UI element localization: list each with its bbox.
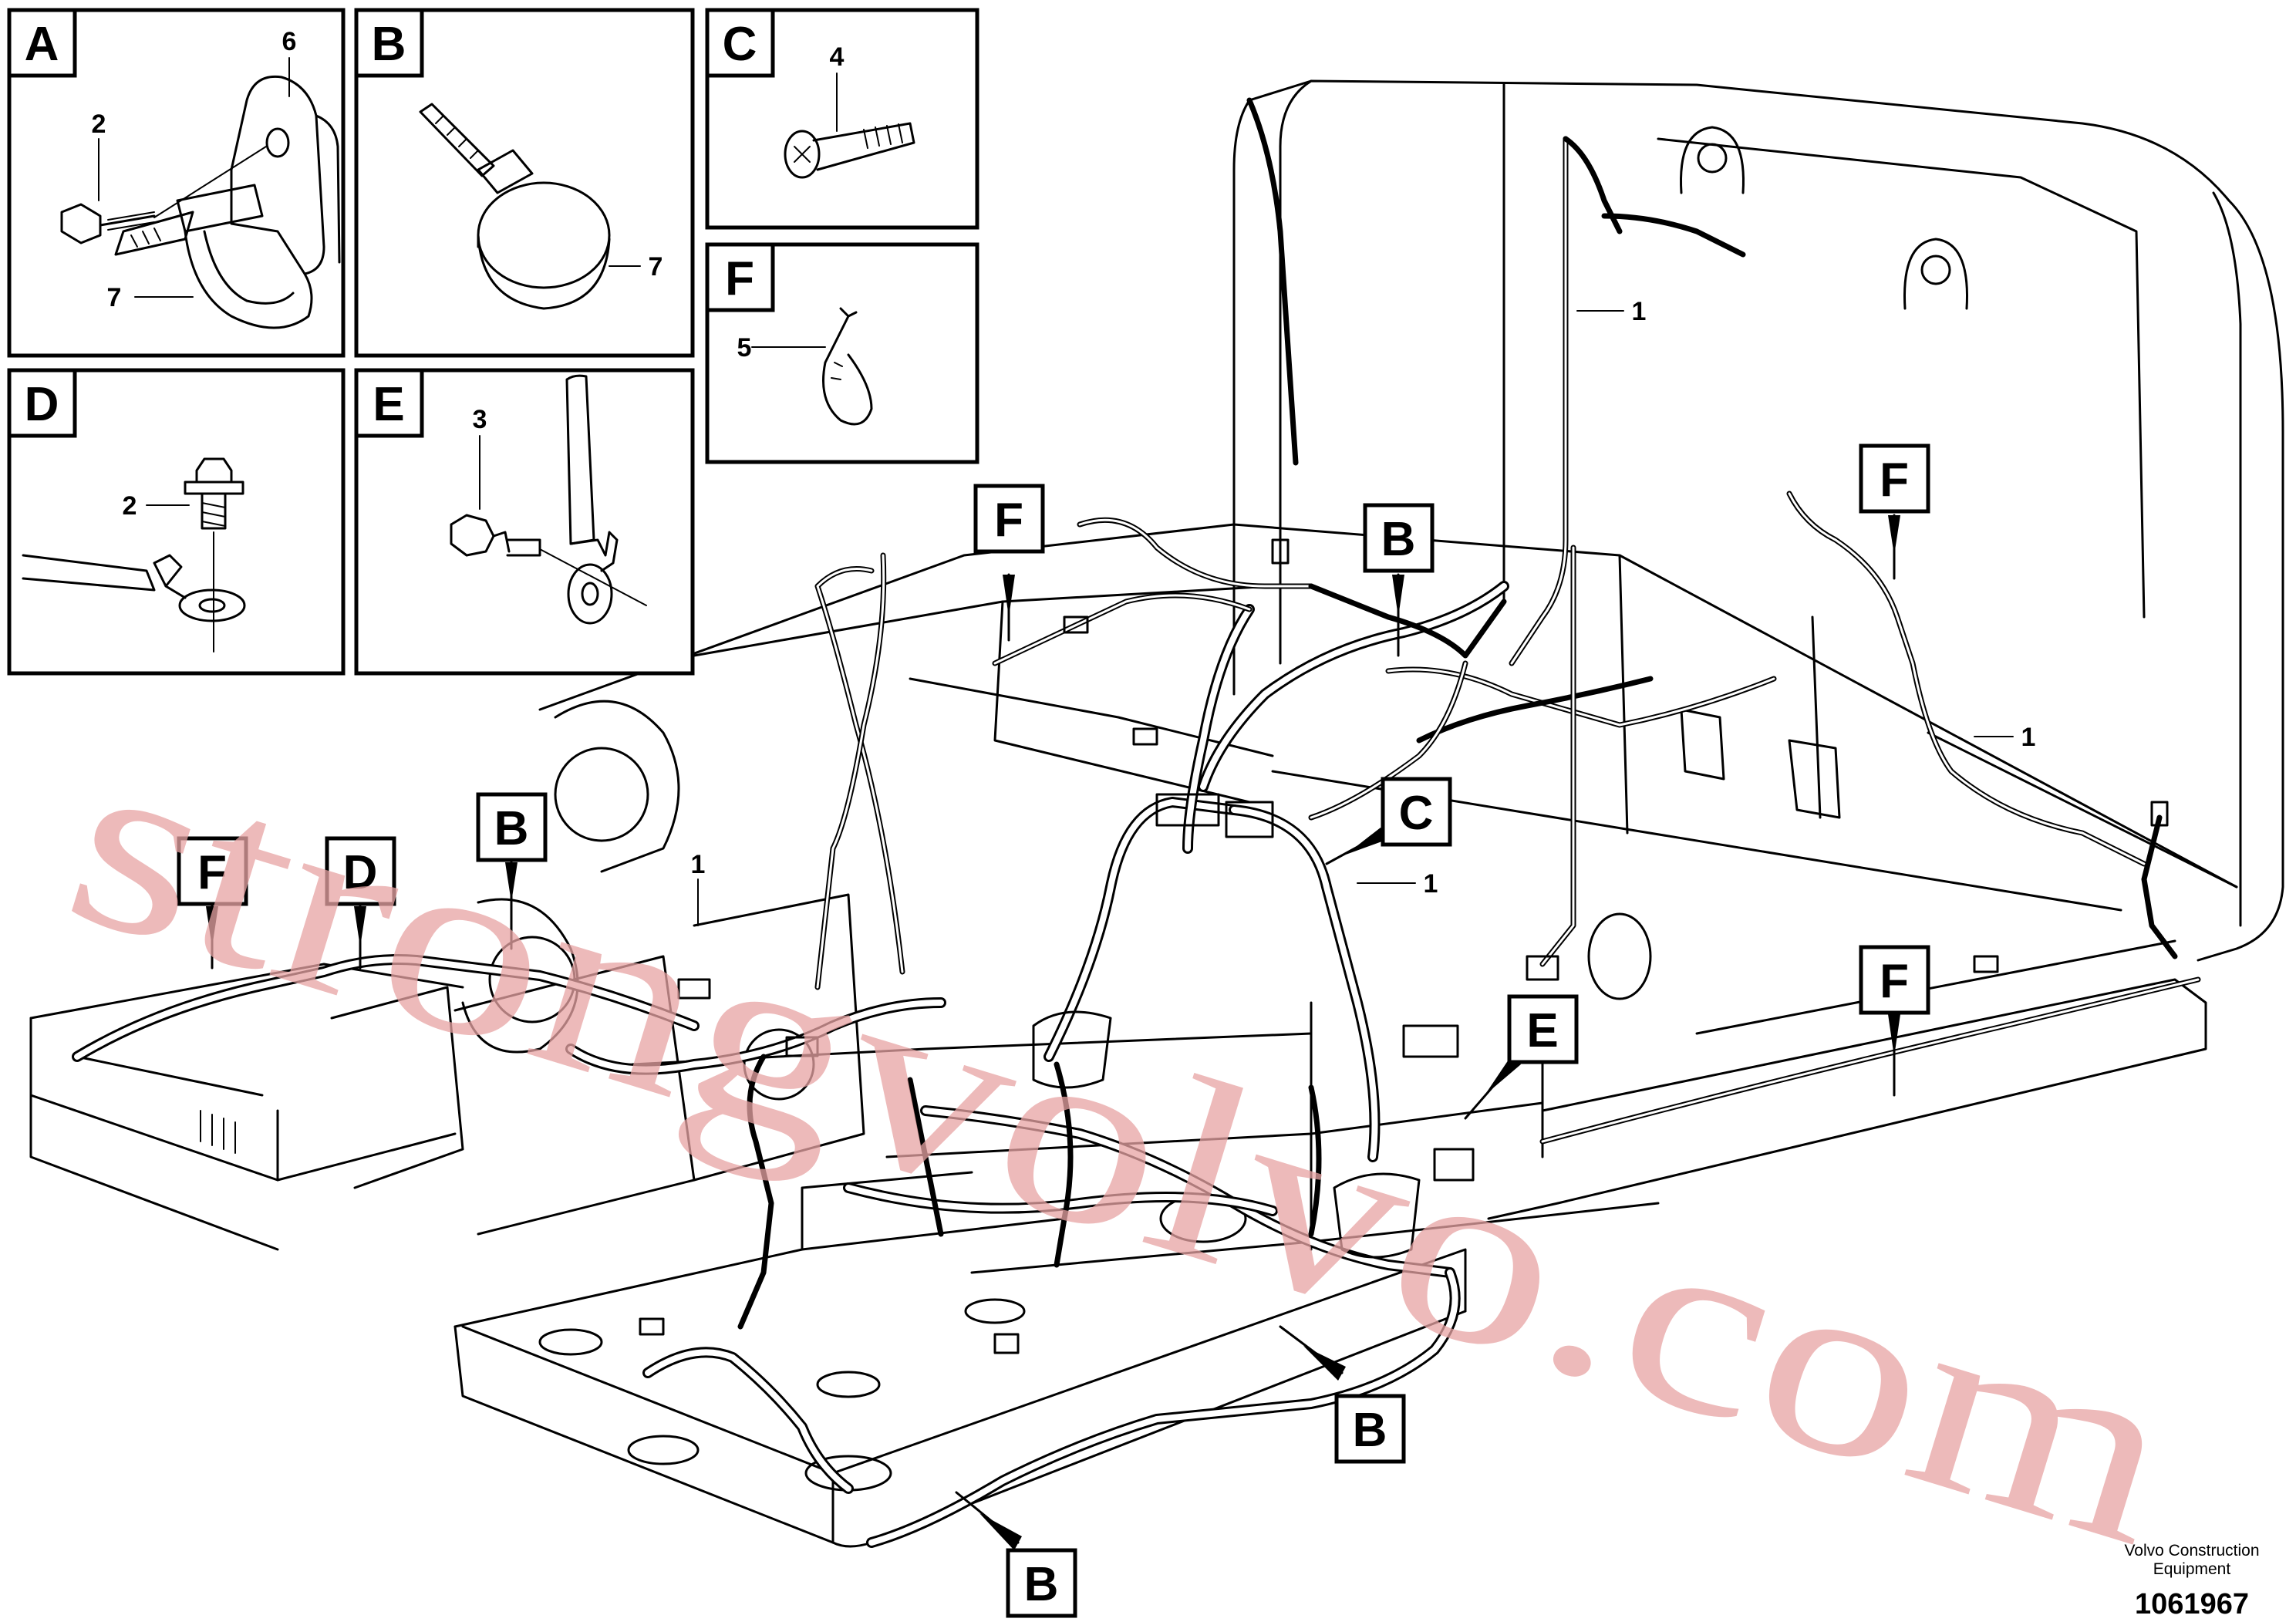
inset-d-letter: D <box>25 378 59 431</box>
svg-text:B: B <box>1381 513 1416 566</box>
main-callouts: 1 1 1 1 <box>691 297 2036 926</box>
callout-1-center: 1 <box>1424 869 1438 899</box>
callout-4: 4 <box>830 42 845 72</box>
inset-b: B 7 <box>354 8 695 358</box>
svg-text:B: B <box>494 802 529 855</box>
view-marker-f-left: F <box>177 836 248 969</box>
view-marker-f-upper-right: F <box>1859 443 1930 580</box>
inset-a-letter: A <box>25 18 59 71</box>
view-marker-b-lower-right: B <box>1279 1325 1406 1464</box>
view-marker-d: D <box>325 836 396 969</box>
inset-c: C 4 <box>705 8 979 230</box>
svg-text:F: F <box>1880 955 1909 1008</box>
strap-illustration <box>822 307 873 426</box>
callout-6: 6 <box>282 27 297 56</box>
svg-text:B: B <box>1024 1558 1059 1611</box>
footer-company-line1: Volvo Construction <box>2124 1542 2259 1560</box>
bolt-illustration <box>784 122 915 179</box>
footer: Volvo Construction Equipment 1061967 <box>2124 1542 2259 1620</box>
callout-3: 3 <box>473 405 487 434</box>
svg-text:C: C <box>1399 787 1434 840</box>
svg-text:F: F <box>1880 454 1909 507</box>
svg-text:F: F <box>197 846 227 899</box>
callout-1-left: 1 <box>691 850 706 879</box>
inset-f-letter: F <box>725 252 754 305</box>
footer-company-line2: Equipment <box>2153 1560 2231 1578</box>
view-marker-f-right: F <box>1859 945 1930 1097</box>
inset-e-letter: E <box>373 378 404 431</box>
inset-c-letter: C <box>723 18 757 71</box>
view-marker-b-upper: B <box>1363 503 1435 657</box>
svg-text:strongvolvo.com: strongvolvo.com <box>42 694 2204 1600</box>
callout-7: 7 <box>107 283 122 312</box>
ring-terminal-illustration <box>450 374 647 625</box>
watermark: strongvolvo.com <box>42 694 2204 1600</box>
view-marker-f-upper-left: F <box>973 484 1045 642</box>
view-marker-e: E <box>1464 994 1579 1120</box>
callout-2-d: 2 <box>123 491 137 521</box>
callout-1-top: 1 <box>1632 297 1647 326</box>
svg-text:D: D <box>343 846 378 899</box>
view-marker-b-left: B <box>476 792 548 950</box>
callout-1-right: 1 <box>2021 723 2036 752</box>
inset-a: A 6 2 7 <box>7 8 346 358</box>
drawing-number: 1061967 <box>2135 1588 2249 1620</box>
inset-e: E 3 <box>354 368 695 676</box>
cable-tie-illustration <box>419 103 611 310</box>
ground-terminal-illustration <box>22 457 246 653</box>
inset-f: F 5 <box>705 242 979 464</box>
callout-7-b: 7 <box>649 252 663 282</box>
view-marker-c: C <box>1325 777 1452 865</box>
svg-text:E: E <box>1526 1004 1558 1057</box>
callout-2: 2 <box>92 110 106 139</box>
wiring-harness-drawing <box>72 97 2201 1548</box>
svg-text:F: F <box>994 494 1023 547</box>
inset-d: D 2 <box>7 368 346 676</box>
clip-bracket-illustration <box>60 75 341 329</box>
inset-b-letter: B <box>372 18 406 71</box>
callout-5: 5 <box>737 333 752 363</box>
svg-text:B: B <box>1353 1404 1387 1457</box>
view-marker-b-bottom: B <box>955 1491 1077 1618</box>
